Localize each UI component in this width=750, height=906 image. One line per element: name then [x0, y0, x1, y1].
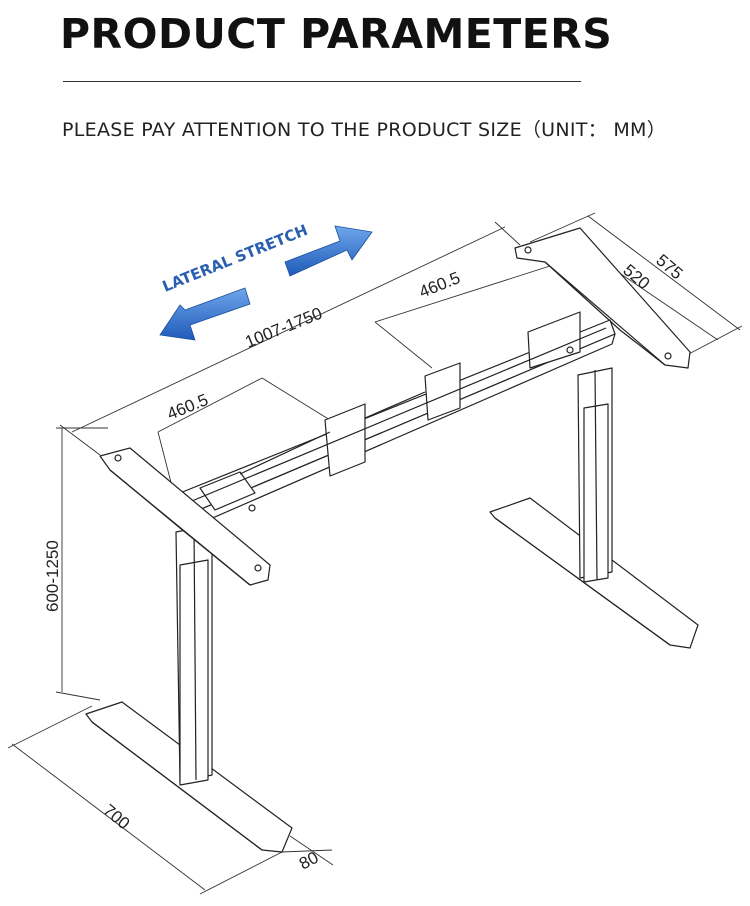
dim-foot-length: 700 — [99, 801, 133, 834]
dim-frame-left: 460.5 — [164, 390, 211, 424]
arrow-left-icon — [159, 287, 251, 341]
dim-depth-outer: 575 — [652, 251, 686, 284]
title-underline — [63, 81, 581, 82]
arrow-right-icon — [284, 225, 373, 277]
lateral-stretch-arrows: LATERAL STRETCH — [159, 221, 373, 341]
desk-frame — [85, 227, 699, 853]
page-title: PRODUCT PARAMETERS — [60, 10, 613, 58]
dim-frame-right: 460.5 — [416, 268, 463, 302]
lateral-stretch-label: LATERAL STRETCH — [160, 221, 310, 296]
dim-height-range: 600-1250 — [43, 540, 62, 612]
dim-width-range: 1007-1750 — [242, 304, 325, 352]
page-subtitle: PLEASE PAY ATTENTION TO THE PRODUCT SIZE… — [62, 119, 667, 141]
